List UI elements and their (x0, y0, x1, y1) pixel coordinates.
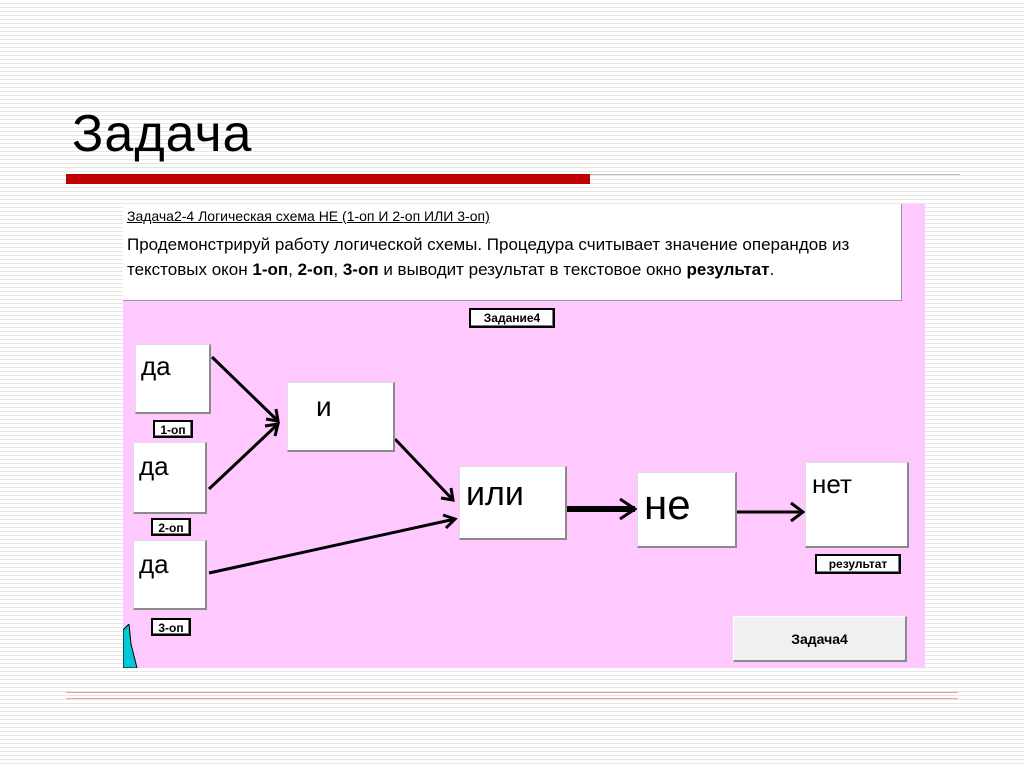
wire-op3-or (208, 517, 456, 575)
operand-1-field[interactable]: да (135, 344, 211, 414)
desc-text-2: и выводит результат в текстовое окно (378, 260, 687, 279)
arrow-and-or (440, 487, 455, 502)
operand-3-value: да (139, 549, 169, 579)
desc-bold-op3: 3-оп (342, 260, 379, 279)
desc-text-1: Продемонстрируй работу логической схемы.… (127, 235, 850, 279)
arrow-or-not (619, 497, 638, 521)
wire-op1-and (210, 355, 280, 423)
title-underline-red (66, 174, 590, 184)
task-description: Продемонстрируй работу логической схемы.… (127, 232, 892, 282)
and-gate-label: и (316, 391, 332, 422)
result-label: результат (815, 554, 901, 574)
desc-bold-result: результат (686, 260, 770, 279)
task-button[interactable]: Задание4 (469, 308, 555, 328)
cyan-decoration (123, 624, 138, 668)
operand-1-label: 1-оп (153, 420, 193, 438)
result-field[interactable]: нет (805, 462, 909, 548)
not-gate: не (637, 472, 737, 548)
app-window: Задача2-4 Логическая схема НЕ (1-оп И 2-… (123, 204, 925, 668)
title-underline-gray (590, 174, 960, 175)
operand-3-field[interactable]: да (133, 540, 207, 610)
footer-line-bottom (66, 698, 958, 699)
and-gate: и (287, 382, 395, 452)
slide-title: Задача (72, 105, 253, 163)
operand-2-label: 2-оп (151, 518, 191, 536)
circuit-wires (207, 355, 806, 575)
desc-sep-1: , (288, 260, 298, 279)
desc-bold-op1: 1-оп (252, 260, 289, 279)
operand-3-label: 3-оп (151, 618, 191, 636)
arrow-op2-and (264, 422, 281, 437)
run-task-button[interactable]: Задача4 (733, 616, 907, 662)
not-gate-label: не (644, 481, 691, 528)
operand-1-value: да (141, 351, 171, 381)
desc-bold-op2: 2-оп (297, 260, 334, 279)
task-panel: Задача2-4 Логическая схема НЕ (1-оп И 2-… (123, 204, 902, 301)
wire-op2-and (207, 422, 280, 491)
or-gate-label: или (466, 475, 524, 513)
operand-2-field[interactable]: да (133, 442, 207, 514)
desc-sep-2: , (333, 260, 343, 279)
result-value: нет (812, 469, 852, 499)
arrow-op3-or (442, 513, 458, 530)
wire-and-or (393, 437, 455, 502)
or-gate: или (459, 466, 567, 540)
operand-2-value: да (139, 451, 169, 481)
footer-line-top (66, 692, 958, 693)
task-link[interactable]: Задача2-4 Логическая схема НЕ (1-оп И 2-… (127, 208, 490, 224)
arrow-op1-and (265, 408, 280, 423)
arrow-not-result (790, 501, 806, 523)
desc-end: . (769, 260, 775, 279)
